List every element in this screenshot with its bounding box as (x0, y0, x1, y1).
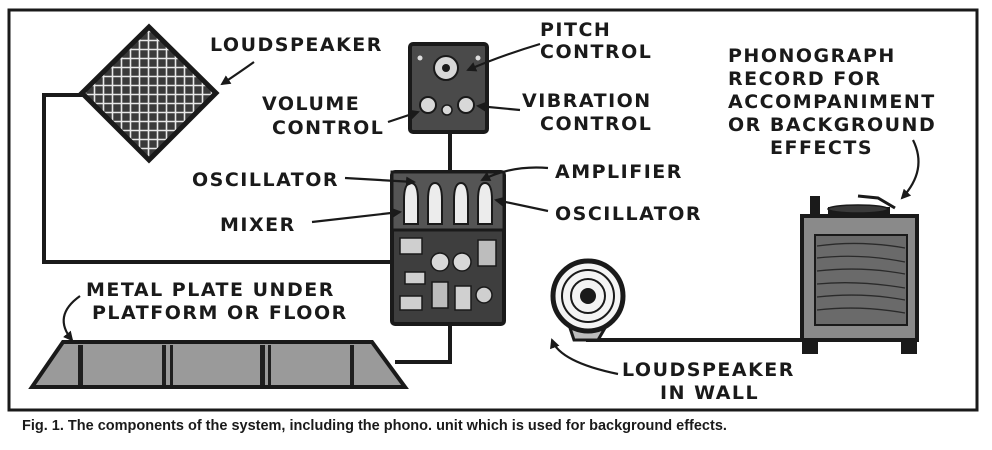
label-platform-floor: PLATFORM OR FLOOR (92, 302, 348, 324)
control-box (408, 42, 489, 134)
amplifier-chassis (390, 170, 506, 326)
figure-frame (7, 8, 979, 412)
phonograph-unit (800, 194, 919, 354)
wall-loudspeaker (550, 258, 626, 342)
label-amplifier: AMPLIFIER (555, 161, 683, 183)
leader-lines (62, 42, 920, 376)
label-or-background: OR BACKGROUND (728, 114, 936, 136)
label-vibration-control: CONTROL (540, 113, 652, 135)
label-oscillator-top: OSCILLATOR (192, 169, 339, 191)
label-metal-plate: METAL PLATE UNDER (86, 279, 335, 301)
components-diagram: LOUDSPEAKER PITCH CONTROL VOLUME CONTROL… (7, 8, 979, 412)
label-oscillator-right: OSCILLATOR (555, 203, 702, 225)
loudspeaker-diamond (78, 23, 220, 164)
label-pitch-control: CONTROL (540, 41, 652, 63)
label-loudspeaker: LOUDSPEAKER (210, 34, 383, 56)
label-volume: VOLUME (262, 93, 360, 115)
label-accompaniment: ACCOMPANIMENT (728, 91, 936, 113)
figure-caption: Fig. 1. The components of the system, in… (22, 418, 727, 434)
chassis-components (399, 237, 497, 311)
metal-plate (28, 340, 409, 389)
label-mixer: MIXER (220, 214, 296, 236)
label-record-for: RECORD FOR (728, 68, 881, 90)
label-vibration: VIBRATION (522, 90, 652, 112)
volume-knob (419, 96, 437, 114)
label-in-wall: IN WALL (660, 382, 759, 404)
vibration-knob (457, 96, 475, 114)
label-pitch: PITCH (540, 19, 611, 41)
label-volume-control: CONTROL (272, 117, 384, 139)
label-phonograph: PHONOGRAPH (728, 45, 896, 67)
label-effects: EFFECTS (770, 137, 873, 159)
labels: LOUDSPEAKER PITCH CONTROL VOLUME CONTROL… (86, 19, 936, 404)
label-loudspeaker-wall: LOUDSPEAKER (622, 359, 795, 381)
vacuum-tubes (403, 181, 493, 225)
